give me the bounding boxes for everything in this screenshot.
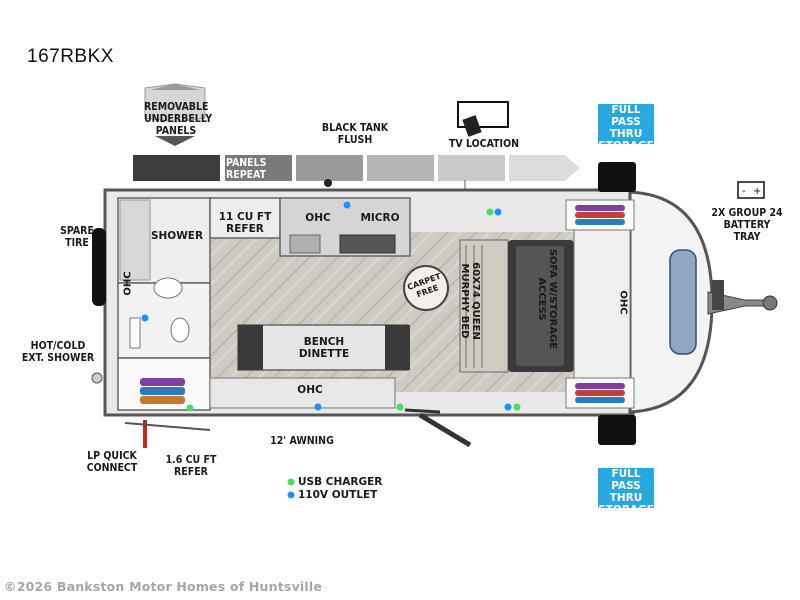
panels-repeat-label: PANELS REPEAT [226, 157, 267, 181]
legend-usb: USB CHARGER [298, 476, 382, 488]
ohc-dinette-label: OHC [297, 384, 323, 396]
legend-usb-text: USB CHARGER [298, 476, 383, 488]
black-tank-label: BLACK TANK FLUSH [321, 122, 389, 146]
power-points [141, 201, 521, 499]
ohc-front-label: OHC [617, 290, 629, 315]
murphy-sofa [459, 199, 635, 409]
black-tank-flush-connector [324, 179, 332, 187]
bathroom [117, 197, 211, 411]
removable-panels-label: REMOVABLE UNDERBELLY PANELS [144, 101, 213, 137]
legend-outlet-text: 110V OUTLET [298, 489, 378, 501]
full-pass-storage-top: FULL PASS THRU STORAGE [598, 104, 654, 152]
kitchen [209, 197, 411, 257]
model-name: 167RBKX [27, 46, 114, 67]
tv-location-label: TV LOCATION [448, 138, 520, 150]
hot-cold-shower-label: HOT/COLD EXT. SHOWER [21, 340, 95, 364]
awning-label: 12' AWNING [270, 435, 334, 447]
lp-connection [124, 420, 211, 448]
bench-dinette-label: BENCH DINETTE [298, 336, 350, 360]
watermark: ©2026 Bankston Motor Homes of Huntsville [4, 579, 323, 594]
battery-tray-label: 2X GROUP 24 BATTERY TRAY [711, 207, 783, 243]
tv-icon [457, 101, 509, 196]
refer-label: 11 CU FT REFER [218, 211, 272, 235]
shower-label: SHOWER [150, 230, 204, 242]
entry-door [404, 408, 472, 448]
ohc-kitchen-label: OHC [305, 212, 331, 224]
underbelly-panels-indicator [144, 83, 206, 146]
full-pass-storage-bottom: FULL PASS THRU STORAGE [598, 468, 654, 516]
ohc-bath-label: OHC [122, 271, 134, 296]
ext-shower-knob [91, 372, 103, 384]
lp-quick-connect-label: LP QUICK CONNECT [86, 450, 138, 474]
carpet-free-badge [403, 265, 449, 311]
sofa-label: SOFA W/STORAGE ACCESS [536, 248, 558, 350]
svg-text:+: + [753, 186, 761, 197]
svg-text:-: - [742, 186, 746, 197]
small-refer-label: 1.6 CU FT REFER [165, 454, 217, 478]
spare-tire-label: SPARE TIRE [60, 225, 94, 249]
murphy-bed-label: 60X74 QUEEN MURPHY BED [459, 262, 481, 340]
micro-label: MICRO [360, 212, 400, 224]
panels-strip [133, 155, 580, 181]
legend-outlet: 110V OUTLET [298, 489, 377, 501]
battery-icon: - + [737, 181, 765, 199]
dinette [209, 324, 410, 409]
